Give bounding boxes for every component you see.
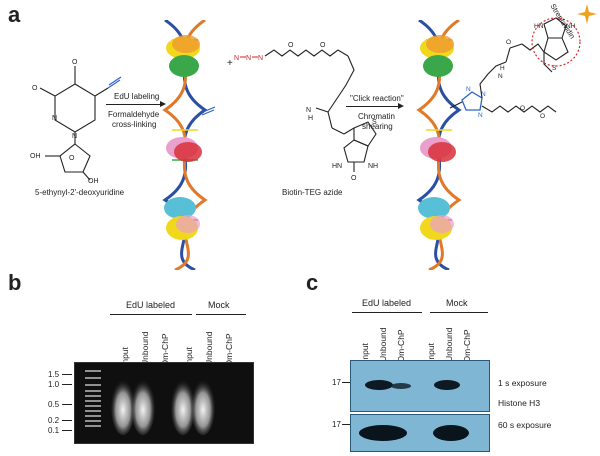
lane-label: Unbound [444, 327, 454, 362]
step1-label-3: cross-linking [112, 120, 157, 129]
atom-n: N [72, 133, 77, 140]
atom-oh: OH [30, 153, 41, 160]
group-edu-labeled: EdU labeled [126, 300, 176, 310]
lane-label: Unbound [204, 331, 214, 366]
biotin-click-product-structure: N N N O O H N HN NH S O [449, 17, 581, 120]
lane-label: Dm-ChP [396, 329, 406, 362]
step1-arrow [106, 104, 162, 105]
atom-o: O [320, 42, 326, 49]
atom-o: O [32, 85, 38, 92]
mw-marker: 17 [332, 420, 341, 429]
ladder-label: 1.0 [48, 380, 60, 389]
panel-c-label: c [306, 270, 319, 295]
step1-label-1: EdU labeling [114, 92, 160, 101]
arrowhead-icon [398, 103, 404, 109]
ladder-label: 0.5 [48, 400, 60, 409]
svg-text:N: N [478, 112, 483, 119]
ladder-label: 1.5 [48, 370, 60, 379]
ladder-tick [62, 420, 72, 421]
mw-marker: 17 [332, 378, 341, 387]
step2-arrow [346, 106, 400, 107]
western-blot-1s [350, 360, 490, 412]
atom-s: S [552, 65, 557, 72]
step2-label-3: shearing [362, 122, 393, 131]
chromatin-labeled [162, 20, 216, 270]
ladder-label: 0.1 [48, 426, 60, 435]
reagent-name: Biotin-TEG azide [282, 188, 343, 197]
group-mock: Mock [446, 298, 468, 308]
marker-tick [342, 424, 350, 425]
ladder-tick [62, 384, 72, 385]
svg-text:N: N [466, 86, 471, 93]
ladder-tick [62, 430, 72, 431]
gel-image [85, 370, 215, 435]
group-underline [430, 312, 488, 313]
atom-n: N [498, 73, 503, 80]
group-underline [352, 312, 422, 313]
compound-name: 5-ethynyl-2'-deoxyuridine [35, 188, 125, 197]
atom-hn: HN [534, 23, 544, 30]
lane-label: Unbound [378, 327, 388, 362]
svg-text:N: N [481, 91, 486, 98]
atom-nh: NH [368, 163, 378, 170]
exposure-label: 1 s exposure [498, 378, 547, 388]
ladder-label: 0.2 [48, 416, 60, 425]
atom-h: H [308, 115, 313, 122]
star-icon [577, 4, 597, 24]
atom-o: O [540, 113, 545, 120]
lane-label: Unbound [140, 331, 150, 366]
atom-o: O [520, 105, 525, 112]
svg-text:N: N [258, 55, 263, 62]
svg-text:N: N [246, 55, 251, 62]
step2-label-1: "Click reaction" [350, 94, 404, 103]
arrowhead-icon [160, 101, 166, 107]
group-underline [110, 314, 192, 315]
protein-label: Histone H3 [498, 398, 541, 408]
exposure-label: 60 s exposure [498, 420, 552, 430]
atom-o: O [72, 59, 78, 66]
edu-structure: O O N N O OH OH [30, 59, 122, 184]
atom-o: O [506, 39, 511, 46]
plus-sign: + [227, 58, 233, 69]
atom-o: O [288, 42, 294, 49]
western-blot-60s [350, 414, 490, 452]
atom-hn: HN [332, 163, 342, 170]
atom-nh: NH [566, 23, 576, 30]
atom-n: N [306, 107, 311, 114]
step2-label-2: Chromatin [358, 112, 395, 121]
svg-text:N: N [234, 55, 239, 62]
atom-h: H [500, 65, 505, 72]
atom-n: N [52, 115, 57, 122]
group-mock: Mock [208, 300, 230, 310]
atom-s: S [372, 119, 377, 126]
atom-o: O [351, 175, 357, 180]
group-edu-labeled: EdU labeled [362, 298, 412, 308]
atom-oh: OH [88, 178, 99, 184]
step1-label-2: Formaldehyde [108, 110, 160, 119]
panel-b-label: b [8, 270, 22, 295]
ladder-tick [62, 404, 72, 405]
atom-o: O [69, 155, 75, 162]
agarose-gel [74, 362, 254, 444]
ladder-tick [62, 374, 72, 375]
marker-tick [342, 382, 350, 383]
chromatin-biotinylated [416, 20, 462, 270]
lane-label: Dm-ChP [462, 329, 472, 362]
panel-a-label: a [8, 2, 21, 27]
group-underline [196, 314, 246, 315]
